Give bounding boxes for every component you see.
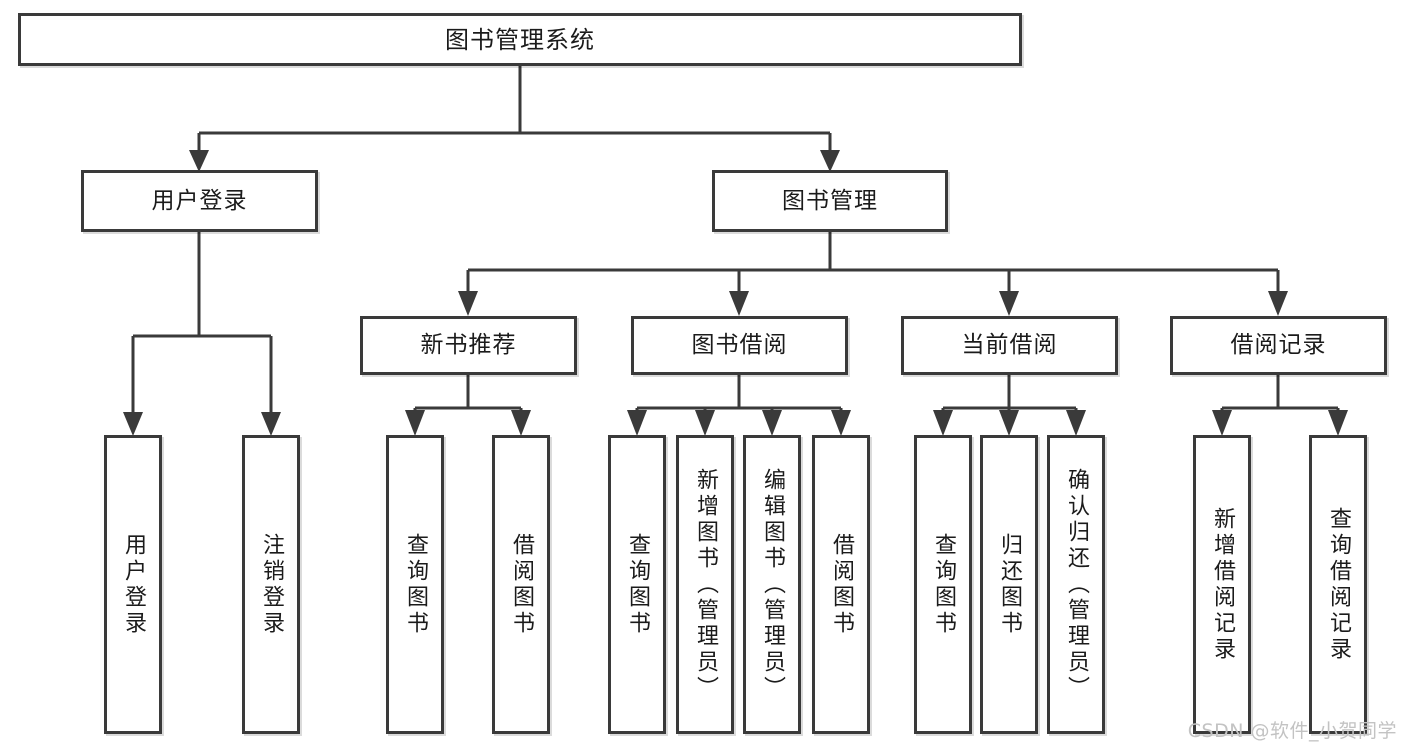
- node-borrow-record[interactable]: 借阅记录: [1170, 316, 1387, 375]
- node-new-book-rec-label: 新书推荐: [420, 332, 517, 359]
- node-leaf-add-book[interactable]: 新增图书（管理员）: [676, 435, 734, 734]
- node-leaf-logout-label: 注销登录: [259, 532, 284, 637]
- node-leaf-return-book-label: 归还图书: [997, 532, 1022, 637]
- node-leaf-edit-book-label: 编辑图书（管理员）: [760, 467, 785, 702]
- node-current-borrow-label: 当前借阅: [961, 332, 1058, 359]
- node-leaf-borrow-book-1[interactable]: 借阅图书: [492, 435, 550, 734]
- node-leaf-query-record-label: 查询借阅记录: [1326, 506, 1351, 663]
- node-user-login[interactable]: 用户登录: [81, 170, 318, 232]
- csdn-watermark: CSDN @软件_小贺同学: [1187, 720, 1397, 742]
- node-leaf-edit-book[interactable]: 编辑图书（管理员）: [743, 435, 801, 734]
- node-new-book-rec[interactable]: 新书推荐: [360, 316, 577, 375]
- node-leaf-logout[interactable]: 注销登录: [242, 435, 300, 734]
- node-leaf-borrow-book-2[interactable]: 借阅图书: [812, 435, 870, 734]
- node-leaf-borrow-book-1-label: 借阅图书: [509, 532, 534, 637]
- node-leaf-user-login[interactable]: 用户登录: [104, 435, 162, 734]
- node-leaf-return-book[interactable]: 归还图书: [980, 435, 1038, 734]
- node-book-borrow[interactable]: 图书借阅: [631, 316, 848, 375]
- node-leaf-query-book-2-label: 查询图书: [625, 532, 650, 637]
- node-leaf-query-book-3[interactable]: 查询图书: [914, 435, 972, 734]
- node-book-mgmt-label: 图书管理: [782, 187, 878, 214]
- node-leaf-query-book-3-label: 查询图书: [931, 532, 956, 637]
- node-leaf-borrow-book-2-label: 借阅图书: [829, 532, 854, 637]
- node-user-login-label: 用户登录: [151, 187, 248, 214]
- node-leaf-query-record[interactable]: 查询借阅记录: [1309, 435, 1367, 734]
- node-leaf-add-record[interactable]: 新增借阅记录: [1193, 435, 1251, 734]
- node-leaf-query-book-2[interactable]: 查询图书: [608, 435, 666, 734]
- node-leaf-add-book-label: 新增图书（管理员）: [693, 467, 718, 702]
- node-root[interactable]: 图书管理系统: [18, 13, 1022, 66]
- node-leaf-confirm-return-label: 确认归还（管理员）: [1064, 467, 1089, 702]
- node-book-mgmt[interactable]: 图书管理: [712, 170, 948, 232]
- node-leaf-query-book-1-label: 查询图书: [403, 532, 428, 637]
- node-leaf-add-record-label: 新增借阅记录: [1210, 506, 1235, 663]
- node-leaf-user-login-label: 用户登录: [121, 532, 146, 637]
- node-leaf-confirm-return[interactable]: 确认归还（管理员）: [1047, 435, 1105, 734]
- node-borrow-record-label: 借阅记录: [1230, 332, 1327, 359]
- node-book-borrow-label: 图书借阅: [691, 332, 788, 359]
- node-current-borrow[interactable]: 当前借阅: [901, 316, 1118, 375]
- node-leaf-query-book-1[interactable]: 查询图书: [386, 435, 444, 734]
- node-root-label: 图书管理系统: [445, 25, 595, 54]
